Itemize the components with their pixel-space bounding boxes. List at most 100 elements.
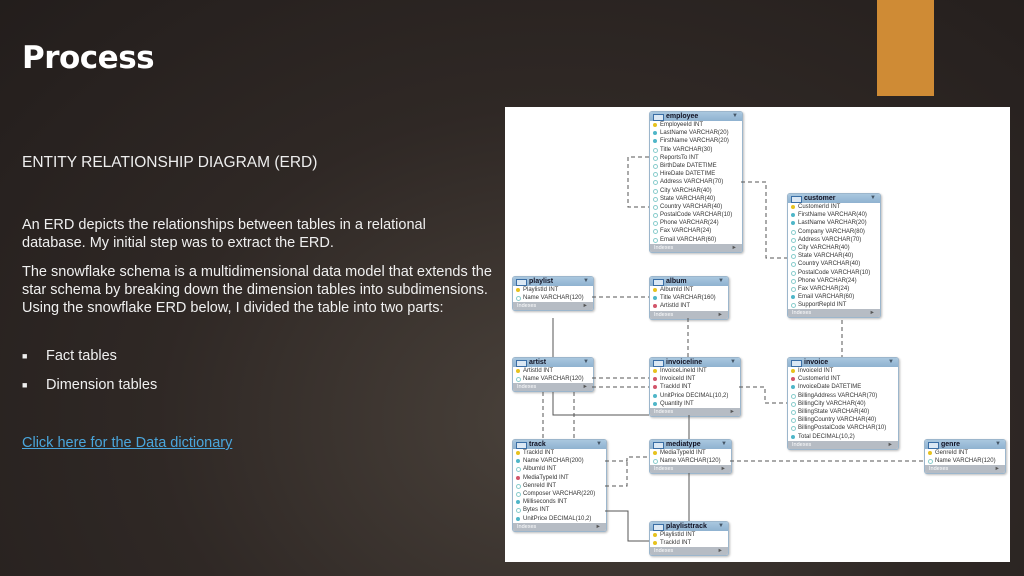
column-icon <box>653 393 657 398</box>
table-column: EmployeeId INT <box>650 121 742 129</box>
table-column: PlaylistId INT <box>650 531 728 539</box>
indexes-label: Indexes <box>654 548 674 555</box>
indexes-footer[interactable]: Indexes► <box>650 407 740 416</box>
column-icon <box>516 377 521 383</box>
indexes-footer[interactable]: Indexes► <box>513 383 593 392</box>
indexes-footer[interactable]: Indexes► <box>650 243 742 252</box>
column-label: InvoiceLineId INT <box>660 368 707 374</box>
table-column: TrackId INT <box>650 539 728 547</box>
table-column: CustomerId INT <box>788 203 880 211</box>
primary-key-icon <box>516 288 520 292</box>
primary-key-icon <box>516 451 520 455</box>
table-column: Name VARCHAR(120) <box>513 294 593 302</box>
table-column: Name VARCHAR(200) <box>513 457 606 465</box>
indexes-footer[interactable]: Indexes► <box>513 522 606 531</box>
column-label: PlaylistId INT <box>660 532 696 538</box>
column-icon <box>791 426 796 432</box>
bullet-icon: ■ <box>22 351 28 362</box>
chevron-down-icon[interactable]: ▼ <box>718 523 724 529</box>
chevron-down-icon[interactable]: ▼ <box>583 359 589 365</box>
column-label: City VARCHAR(40) <box>660 187 712 194</box>
column-label: Country VARCHAR(40) <box>798 261 861 268</box>
indexes-footer[interactable]: Indexes► <box>788 440 898 449</box>
table-column: Email VARCHAR(60) <box>650 236 742 244</box>
column-label: Fax VARCHAR(24) <box>798 285 850 292</box>
column-label: CustomerId INT <box>798 376 841 383</box>
table-column: Name VARCHAR(120) <box>513 375 593 383</box>
indexes-label: Indexes <box>792 441 812 448</box>
column-label: UnitPrice DECIMAL(10,2) <box>523 515 592 522</box>
column-label: State VARCHAR(40) <box>798 253 854 260</box>
column-label: Address VARCHAR(70) <box>660 179 724 186</box>
foreign-key-icon <box>653 385 657 390</box>
chevron-down-icon[interactable]: ▼ <box>730 359 736 365</box>
chevron-down-icon[interactable]: ▼ <box>583 278 589 284</box>
table-column: Milliseconds INT <box>513 498 606 506</box>
column-label: TrackId INT <box>660 384 692 391</box>
chevron-down-icon[interactable]: ▼ <box>995 441 1001 447</box>
indexes-footer[interactable]: Indexes ► <box>925 465 1005 474</box>
column-icon <box>791 295 795 300</box>
column-label: Name VARCHAR(200) <box>523 458 584 465</box>
slide-title: Process <box>22 40 155 76</box>
table-column: InvoiceId INT <box>788 367 898 375</box>
column-icon <box>791 385 795 390</box>
data-dictionary-link[interactable]: Click here for the Data dictionary <box>22 435 233 451</box>
table-column: GenreId INT <box>513 482 606 490</box>
table-name: genre <box>941 441 961 448</box>
table-column: Email VARCHAR(60) <box>788 293 880 301</box>
primary-key-icon <box>653 541 657 546</box>
table-column: TrackId INT <box>650 383 740 391</box>
column-label: ReportsTo INT <box>660 154 699 161</box>
chevron-down-icon[interactable]: ▼ <box>888 359 894 365</box>
table-column: Fax VARCHAR(24) <box>788 285 880 293</box>
table-column: Total DECIMAL(10,2) <box>788 433 898 441</box>
column-icon <box>516 491 521 497</box>
column-icon <box>791 221 795 226</box>
primary-key-icon <box>928 451 932 455</box>
arrow-right-icon: ► <box>994 466 1000 473</box>
table-column: HireDate DATETIME <box>650 170 742 178</box>
table-column: BirthDate DATETIME <box>650 162 742 170</box>
indexes-footer[interactable]: Indexes► <box>650 465 731 474</box>
column-label: BillingPostalCode VARCHAR(10) <box>798 425 887 432</box>
table-column: BillingCity VARCHAR(40) <box>788 400 898 408</box>
table-name: playlisttrack <box>666 523 707 530</box>
table-column: AlbumId INT <box>513 465 606 473</box>
table-name: invoiceline <box>666 359 703 366</box>
column-label: AlbumId INT <box>660 287 694 293</box>
chevron-down-icon[interactable]: ▼ <box>870 195 876 201</box>
indexes-label: Indexes <box>929 466 949 473</box>
table-column: TrackId INT <box>513 449 606 457</box>
chevron-down-icon[interactable]: ▼ <box>732 113 738 119</box>
chevron-down-icon[interactable]: ▼ <box>596 441 602 447</box>
indexes-label: Indexes <box>517 303 537 310</box>
indexes-footer[interactable]: Indexes► <box>650 310 728 319</box>
table-column: BillingState VARCHAR(40) <box>788 408 898 416</box>
table-icon <box>653 279 664 286</box>
arrow-right-icon: ► <box>720 466 726 473</box>
column-label: PostalCode VARCHAR(10) <box>660 212 733 219</box>
chevron-down-icon[interactable]: ▼ <box>718 278 724 284</box>
table-name: playlist <box>529 278 554 285</box>
table-header: customer▼ <box>788 194 880 203</box>
indexes-footer[interactable]: Indexes► <box>788 309 880 318</box>
table-header: artist▼ <box>513 358 593 367</box>
indexes-footer[interactable]: Indexes► <box>650 547 728 556</box>
table-column: State VARCHAR(40) <box>650 195 742 203</box>
chevron-down-icon[interactable]: ▼ <box>721 441 727 447</box>
indexes-footer[interactable]: Indexes► <box>513 302 593 311</box>
table-column: Address VARCHAR(70) <box>788 236 880 244</box>
table-icon <box>516 360 527 367</box>
